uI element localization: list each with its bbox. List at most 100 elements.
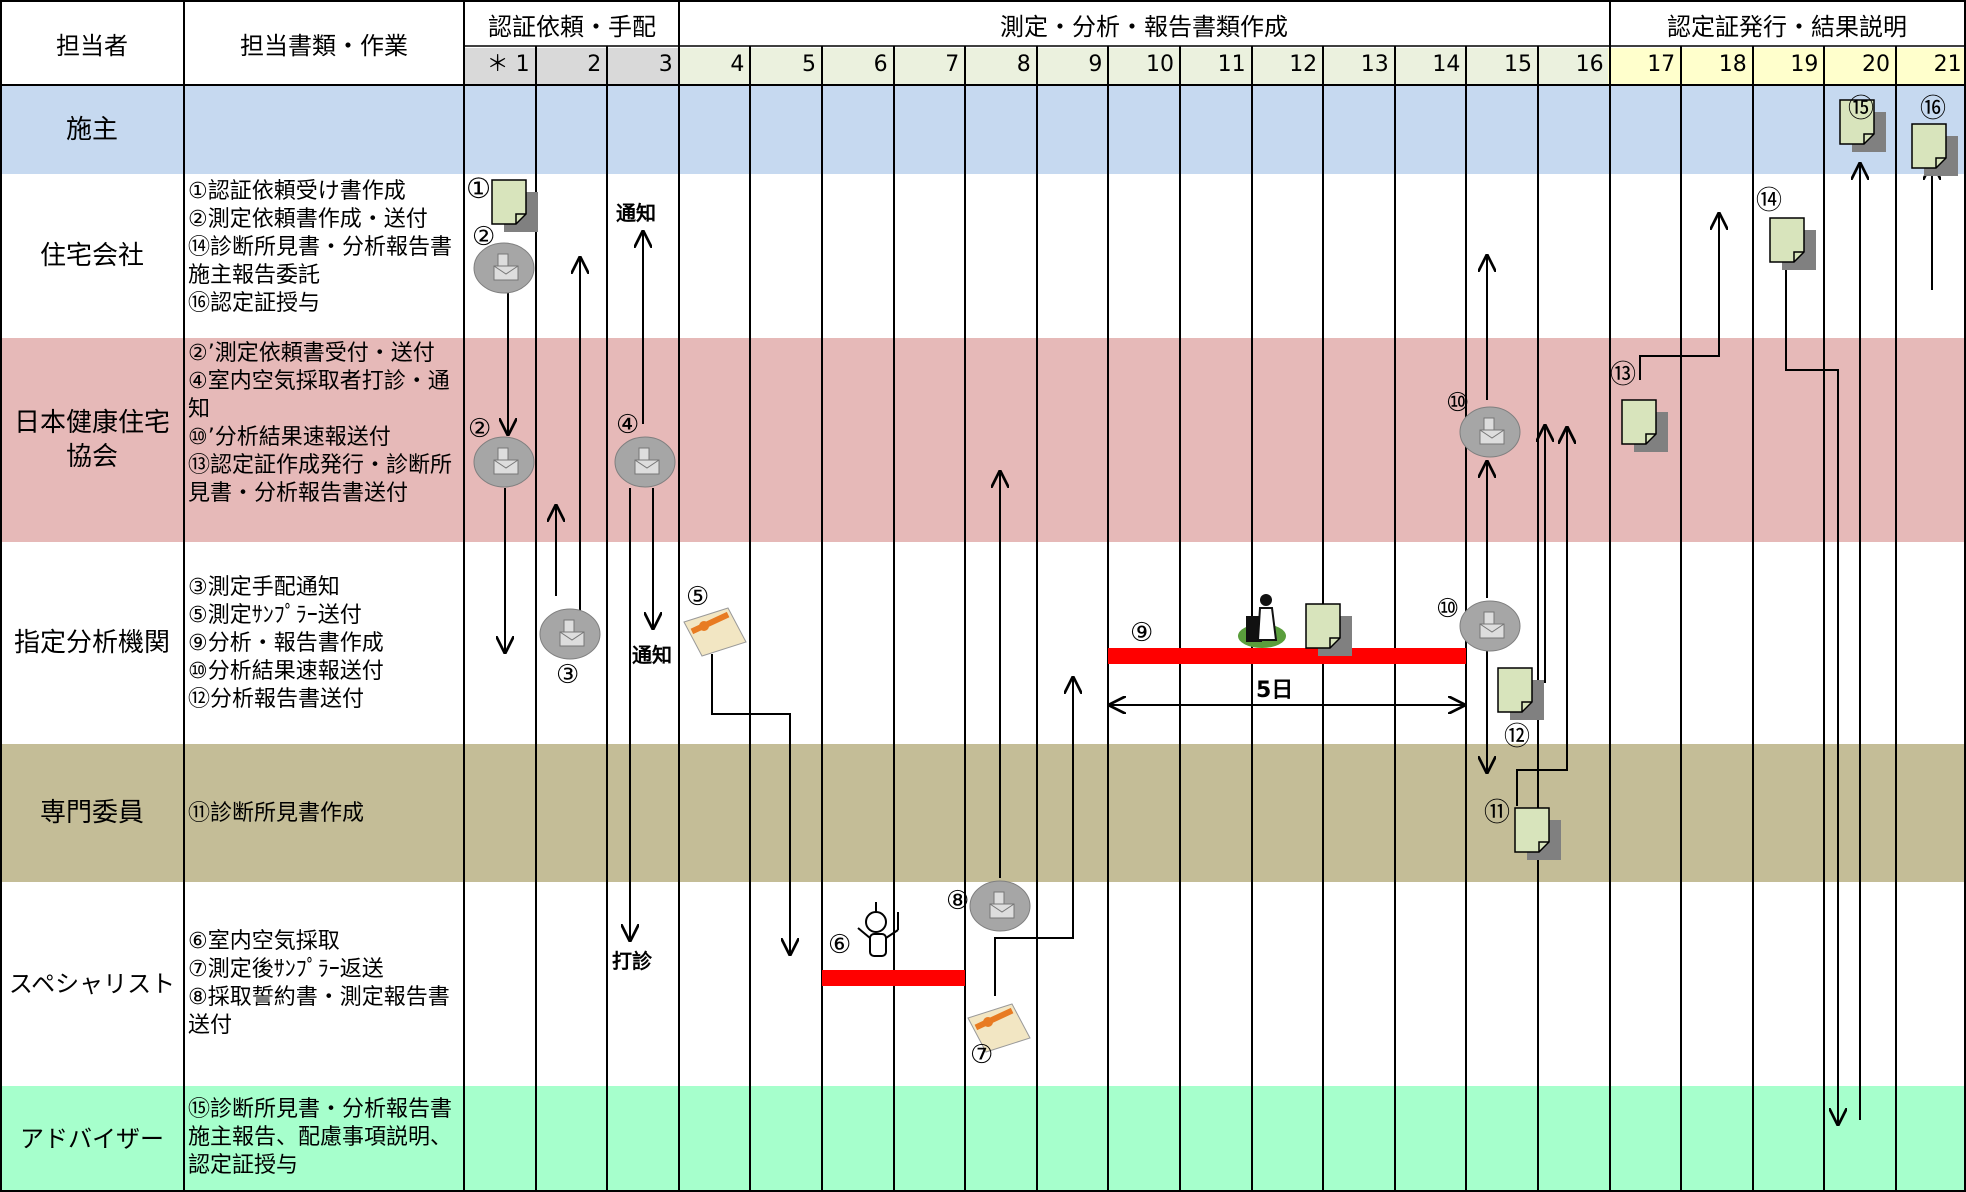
specialist-person-icon <box>857 902 899 957</box>
marker-12: ⑫ <box>1504 722 1531 752</box>
label-inquiry: 打診 <box>612 949 652 973</box>
flow-arrow <box>711 654 790 954</box>
document-icon <box>1514 807 1561 860</box>
day-number: 15 <box>1503 52 1532 77</box>
row-band-owner <box>0 86 1966 174</box>
day-number: 8 <box>1016 52 1031 77</box>
marker-5: ⑤ <box>686 582 710 612</box>
task-item: ⑦測定後ｻﾝﾌﾟﾗｰ返送 <box>188 957 384 982</box>
task-item: ⑩分析結果速報送付 <box>188 659 384 684</box>
task-item: ⑪診断所見書作成 <box>188 801 365 826</box>
marker-3: ③ <box>556 660 580 690</box>
task-item: ②’測定依頼書受付・送付 <box>188 341 435 366</box>
row-band-housing <box>0 174 1966 338</box>
marker-15: ⑮ <box>1848 94 1875 124</box>
role-advisor: アドバイザー <box>20 1125 164 1153</box>
task-item: ⑧採取誓約書・測定報告書送付 <box>188 985 450 1038</box>
day-number: 18 <box>1718 52 1747 77</box>
mail-icon <box>473 436 535 488</box>
task-item: ⑥室内空気採取 <box>188 929 340 954</box>
mail-icon <box>1459 600 1521 652</box>
day-number: 4 <box>730 52 745 77</box>
marker-10-association: ⑩ <box>1446 388 1470 418</box>
row-band-committee <box>0 744 1966 882</box>
label-notify-1: 通知 <box>616 201 656 225</box>
day-number: 9 <box>1088 52 1103 77</box>
day-number: 14 <box>1432 52 1461 77</box>
task-item: ⑫分析報告書送付 <box>188 687 365 712</box>
tasks-specialist: ⑥室内空気採取 ⑦測定後ｻﾝﾌﾟﾗｰ返送 ⑧採取誓約書・測定報告書送付 <box>186 924 462 1044</box>
flow-arrow <box>994 678 1073 996</box>
role-lab: 指定分析機関 <box>13 628 170 658</box>
task-item: ③測定手配通知 <box>188 575 340 600</box>
day-number: 6 <box>873 52 888 77</box>
role-housing-company: 住宅会社 <box>39 241 144 271</box>
day-number: 10 <box>1145 52 1174 77</box>
marker-16: ⑯ <box>1920 94 1947 124</box>
document-icon <box>1305 603 1352 656</box>
role-association: 日本健康住宅協会 <box>13 408 170 472</box>
day-number: ＊ 1 <box>486 52 530 77</box>
day-number: 13 <box>1360 52 1389 77</box>
day-number: 7 <box>945 52 960 77</box>
marker-6: ⑥ <box>828 930 852 960</box>
sampler-icon <box>683 607 747 657</box>
marker-2-association: ② <box>468 414 492 444</box>
day-number: 2 <box>587 52 602 77</box>
document-icon <box>1769 217 1816 270</box>
document-icon <box>1497 667 1544 720</box>
role-committee: 専門委員 <box>39 798 144 828</box>
document-icon <box>1911 123 1958 176</box>
tasks-association: ②’測定依頼書受付・送付 ④室内空気採取者打診・通知 ⑩’分析結果速報送付 ⑬認… <box>186 336 462 512</box>
task-item: ②測定依頼書作成・送付 <box>188 207 428 232</box>
task-item: ①認証依頼受け書作成 <box>188 179 406 204</box>
marker-4: ④ <box>616 410 640 440</box>
header-days-bg-1 <box>464 48 680 84</box>
flow-arrow <box>1785 264 1838 1124</box>
lab-analyst-icon <box>1238 594 1286 648</box>
task-item: ④室内空気採取者打診・通知 <box>188 369 450 422</box>
mail-icon <box>539 608 601 660</box>
row-band-lab <box>0 542 1966 744</box>
day-number: 3 <box>658 52 673 77</box>
day-number: 19 <box>1790 52 1819 77</box>
day-number: 20 <box>1861 52 1890 77</box>
day-number: 16 <box>1575 52 1604 77</box>
label-notify-2: 通知 <box>632 643 672 667</box>
mail-icon <box>614 436 676 488</box>
tasks-committee: ⑪診断所見書作成 <box>186 796 462 832</box>
marker-13: ⑬ <box>1610 360 1637 390</box>
task-item: ⑮診断所見書・分析報告書施主報告、配慮事項説明、認定証授与 <box>188 1097 453 1178</box>
header-days-bg-3 <box>1608 48 1966 84</box>
document-icon <box>491 179 538 232</box>
header-phase-request: 認証依頼・手配 <box>488 12 656 41</box>
row-band-advisor <box>0 1086 1966 1192</box>
marker-11: ⑪ <box>1484 798 1511 828</box>
tasks-lab: ③測定手配通知 ⑤測定ｻﾝﾌﾟﾗｰ送付 ⑨分析・報告書作成 ⑩分析結果速報送付 … <box>186 570 462 718</box>
mail-icon <box>1459 406 1521 458</box>
marker-1: ① <box>466 172 492 205</box>
sampling-bar <box>822 970 965 986</box>
day-number: 11 <box>1217 52 1246 77</box>
task-item: ⑨分析・報告書作成 <box>188 631 384 656</box>
label-five-days: 5日 <box>1256 678 1294 703</box>
mail-icon <box>969 880 1031 932</box>
task-item: ⑬認定証作成発行・診断所見書・分析報告書送付 <box>188 453 453 506</box>
tasks-housing-company: ①認証依頼受け書作成 ②測定依頼書作成・送付 ⑭診断所見書・分析報告書施主報告委… <box>186 174 462 322</box>
flow-arrow <box>1516 428 1567 806</box>
role-owner: 施主 <box>65 115 118 145</box>
marker-14: ⑭ <box>1756 186 1783 216</box>
header-docs: 担当書類・作業 <box>240 31 408 60</box>
marker-9: ⑨ <box>1130 618 1154 648</box>
header-phase-measure: 測定・分析・報告書類作成 <box>1000 12 1288 41</box>
task-item: ⑭診断所見書・分析報告書施主報告委託 <box>188 235 453 288</box>
header-days-bg-2 <box>680 48 1608 84</box>
tasks-advisor: ⑮診断所見書・分析報告書施主報告、配慮事項説明、認定証授与 <box>186 1092 462 1184</box>
sampler-icon <box>967 1003 1031 1053</box>
flow-arrow <box>1639 214 1719 380</box>
marker-2-housing: ② <box>472 222 496 252</box>
day-number: 21 <box>1933 52 1962 77</box>
task-item: ⑩’分析結果速報送付 <box>188 425 391 450</box>
